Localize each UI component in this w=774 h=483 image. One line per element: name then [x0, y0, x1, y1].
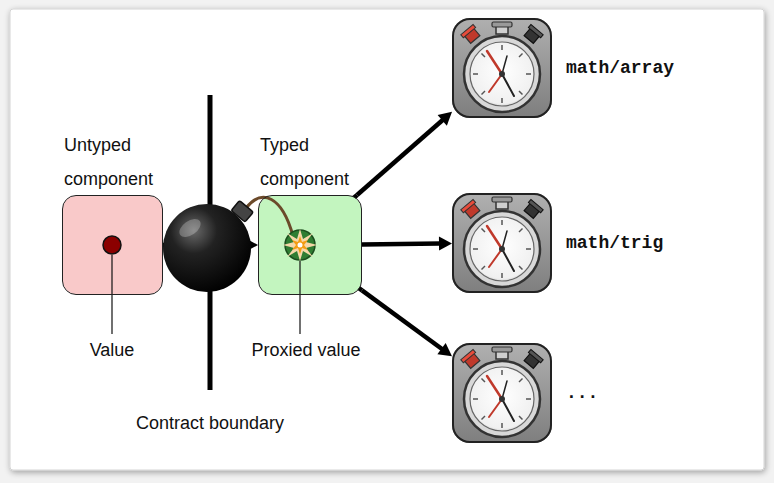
stopwatch-icon: [452, 193, 552, 293]
module-name: math/array: [566, 57, 674, 79]
connector-line: [357, 120, 443, 195]
benchmark-box: math/array: [452, 18, 552, 118]
stopwatch-icon: [452, 18, 552, 118]
component-heading: Untyped component: [64, 128, 174, 196]
card: [10, 9, 764, 470]
connector-arrow: [362, 290, 452, 356]
leader-line: [299, 261, 300, 334]
component-heading: Typed component: [260, 128, 370, 196]
connector-line: [362, 241, 440, 246]
arrowhead: [437, 343, 452, 356]
typed-component-box: Typed component: [258, 195, 362, 295]
benchmark-box: ...: [452, 343, 552, 443]
arrowhead: [439, 237, 452, 251]
stopwatch-icon: [452, 343, 552, 443]
connector-arrow: [362, 237, 452, 251]
proxied-value-label: Proxied value: [251, 339, 360, 361]
proxied-value-spark: [283, 229, 317, 261]
module-name: math/trig: [566, 232, 663, 254]
arrowhead: [438, 112, 452, 126]
module-name: ...: [566, 382, 598, 404]
boundary-label: Contract boundary: [136, 412, 284, 434]
benchmark-box: math/trig: [452, 193, 552, 293]
value-dot: [103, 236, 121, 254]
typed-fill: [259, 196, 362, 295]
untyped-component-box: Untyped component: [62, 195, 163, 295]
value-label: Value: [90, 339, 135, 361]
connector-arrow: [357, 112, 452, 195]
bomb-illustration: [163, 197, 293, 292]
connector-line: [362, 290, 442, 349]
